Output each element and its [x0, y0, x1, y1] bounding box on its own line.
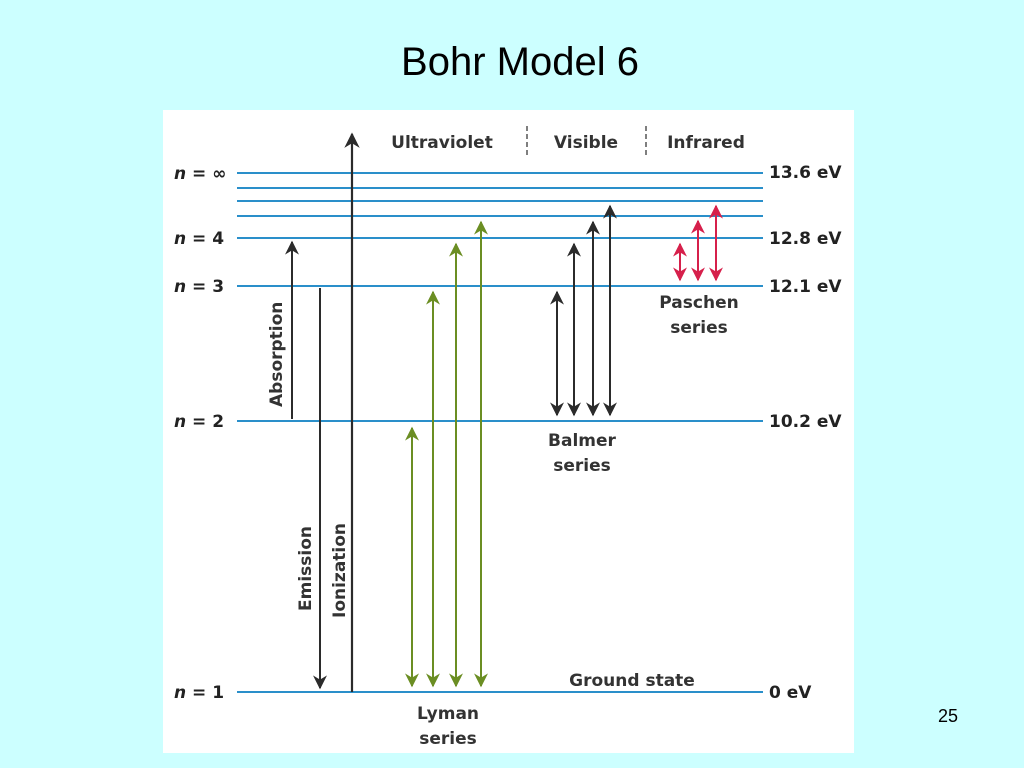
energy-label-n-2: 10.2 eV [769, 412, 842, 432]
level-label-n-1: n = 1 [174, 683, 224, 703]
region-infrared: Infrared [667, 133, 745, 153]
paschen-label-line2: series [670, 318, 728, 338]
ground-state-label: Ground state [569, 671, 695, 691]
balmer-label-line2: series [553, 456, 611, 476]
energy-label-n-4: 12.8 eV [769, 229, 842, 249]
energy-label-n-1: 0 eV [769, 683, 812, 703]
emission-label: Emission [296, 526, 316, 611]
level-label-n-4: n = 4 [174, 229, 224, 249]
paschen-label-line1: Paschen [659, 293, 738, 313]
level-label-n-3: n = 3 [174, 277, 224, 297]
level-label-n-infinity: n = ∞ [174, 164, 226, 184]
energy-label-n-infinity: 13.6 eV [769, 163, 842, 183]
absorption-label: Absorption [267, 302, 287, 407]
region-ultraviolet: Ultraviolet [391, 133, 493, 153]
lyman-label-line1: Lyman [417, 704, 479, 724]
level-label-n-2: n = 2 [174, 412, 224, 432]
slide-title: Bohr Model 6 [401, 40, 639, 84]
energy-level-diagram [163, 110, 854, 753]
balmer-label-line1: Balmer [548, 431, 617, 451]
energy-label-n-3: 12.1 eV [769, 277, 842, 297]
lyman-label-line2: series [419, 729, 477, 749]
page-number: 25 [938, 706, 959, 726]
region-visible: Visible [554, 133, 618, 153]
ionization-label: Ionization [330, 523, 350, 618]
